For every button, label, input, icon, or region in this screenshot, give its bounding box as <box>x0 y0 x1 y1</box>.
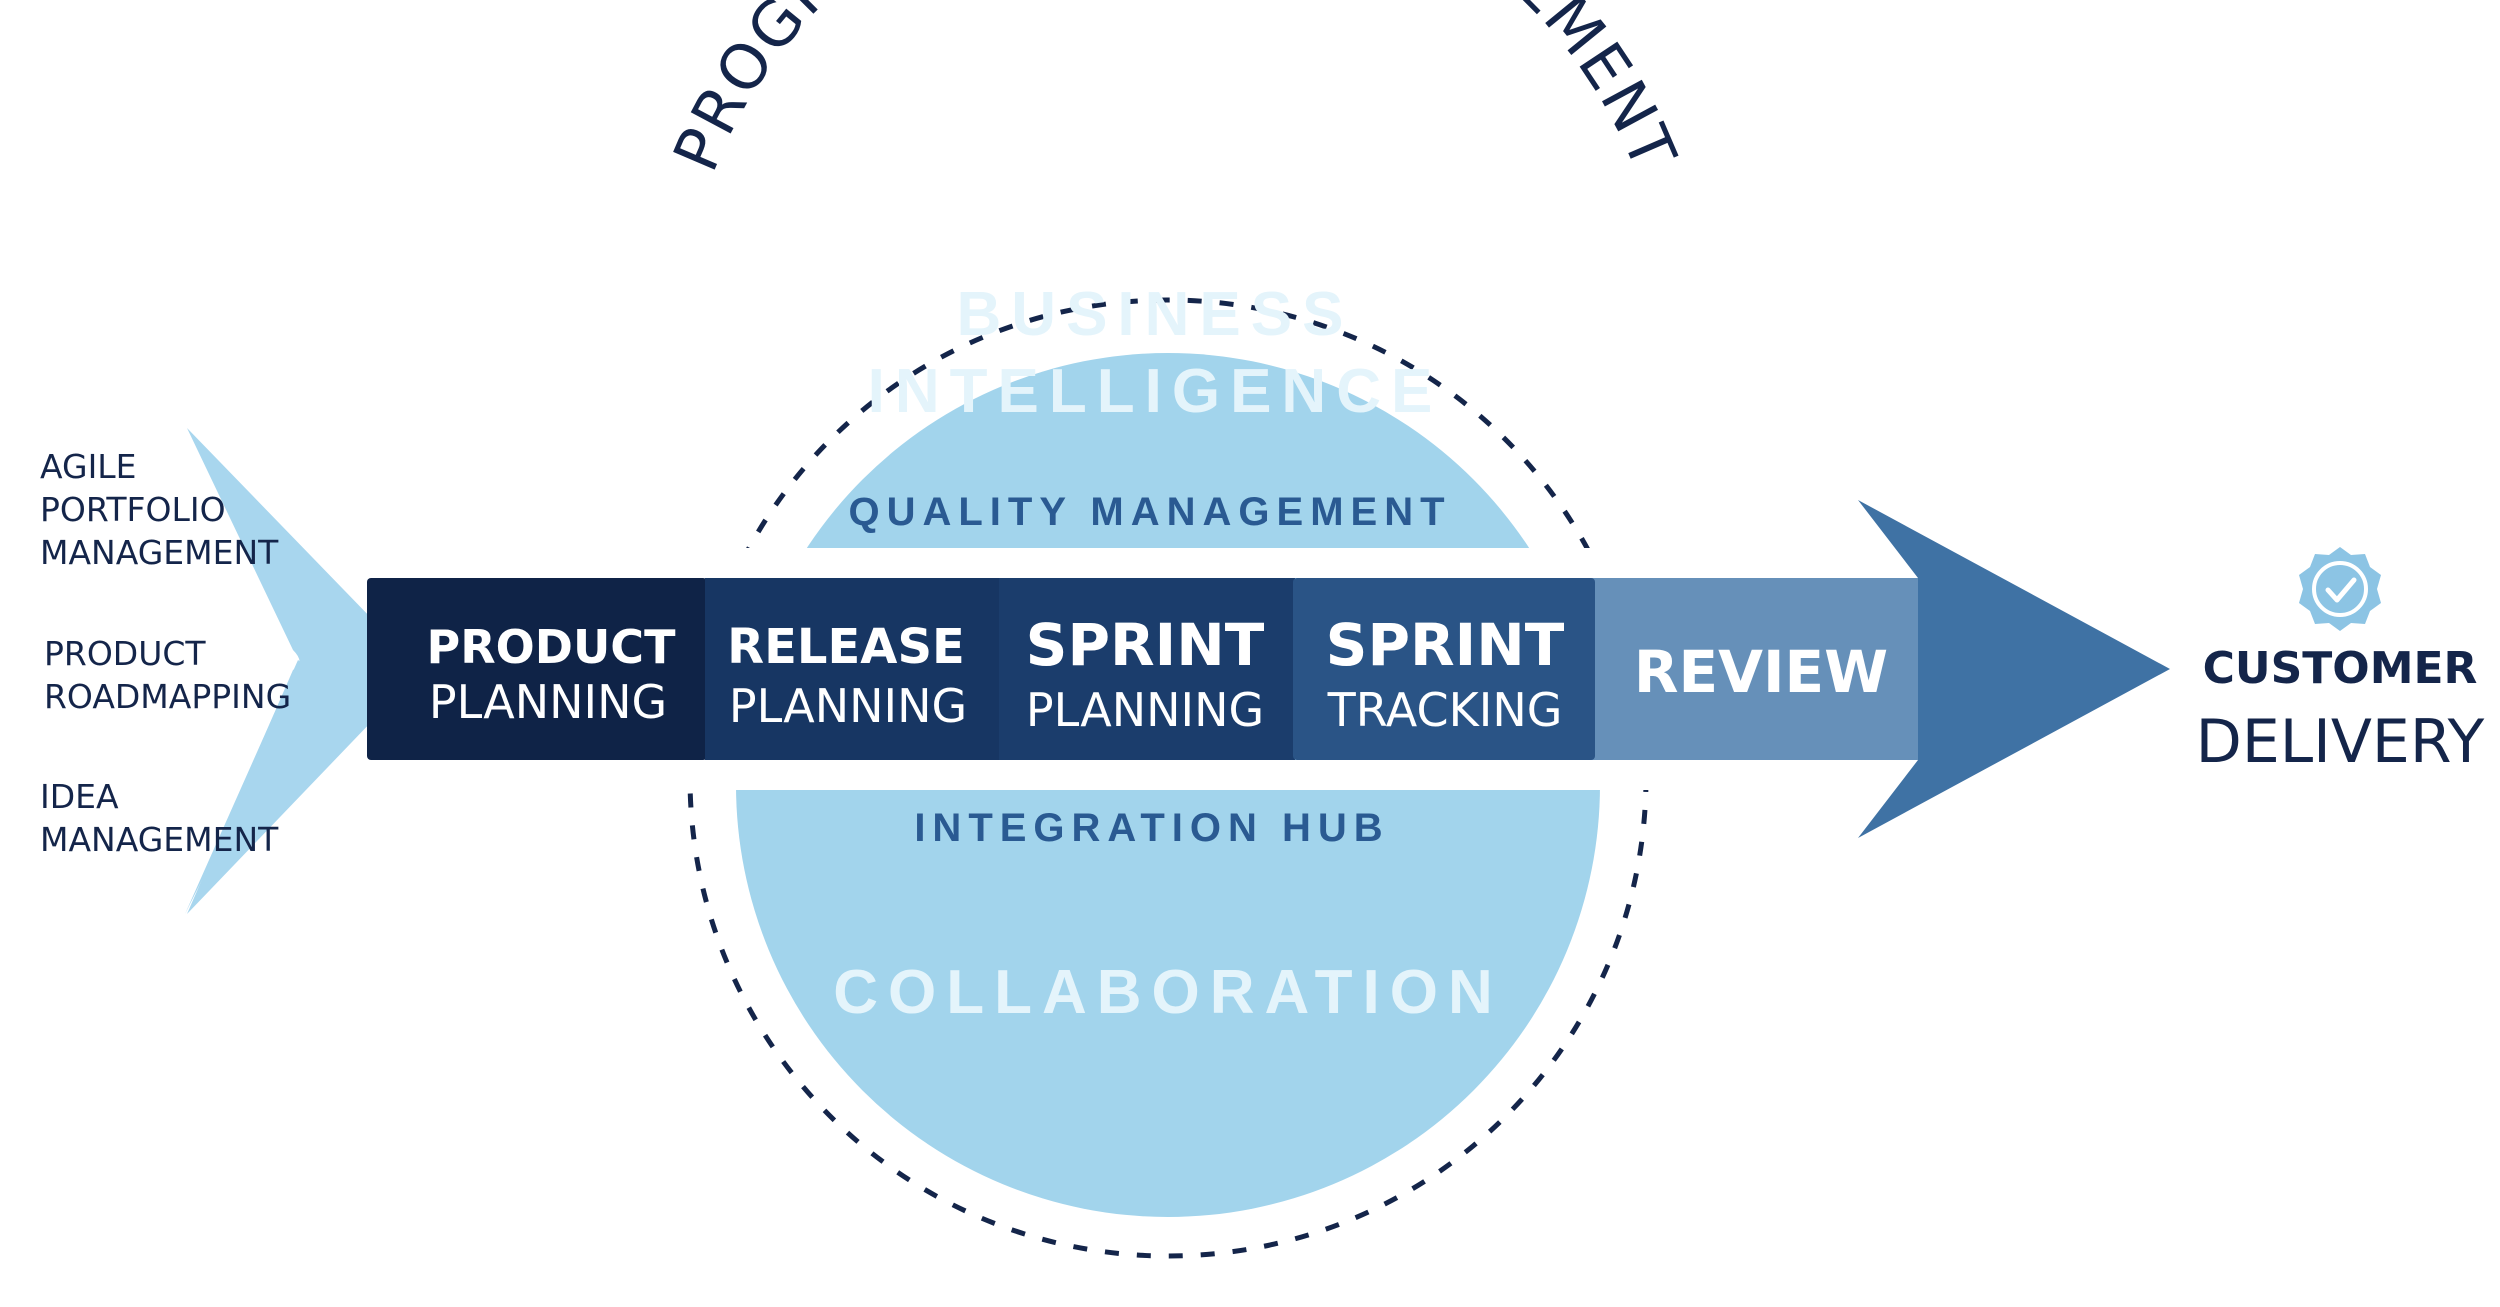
stage-sprint-tracking-title: SPRINT <box>1326 611 1565 679</box>
input-product-roadmapping-line2: ROADMAPPING <box>44 677 291 716</box>
pipeline-arrow-head <box>1858 500 2170 838</box>
input-agile-portfolio-line1: AGILE <box>40 447 137 486</box>
input-agile-portfolio-line3: MANAGEMENT <box>40 533 279 572</box>
stage-release-title: RELEASE <box>727 619 965 675</box>
input-idea-management-line1: IDEA <box>40 777 119 816</box>
arc-title: PROGRAM & PROJECT MANAGEMENT <box>659 0 1691 181</box>
collaboration-label: COLLABORATION <box>833 958 1503 1027</box>
stage-sprint-planning-subtitle: PLANNING <box>1026 683 1264 737</box>
stage-sprint-tracking-subtitle: TRACKING <box>1327 683 1563 737</box>
stage-review-title: REVIEW <box>1634 638 1888 706</box>
quality-management-label: QUALITY MANAGEMENT <box>848 490 1451 534</box>
input-chevron-shape <box>187 428 375 914</box>
stage-block-review <box>1595 578 1918 760</box>
stage-sprint-planning-title: SPRINT <box>1026 611 1265 679</box>
output-delivery-label: DELIVERY <box>2196 707 2485 777</box>
stage-block-release-planning <box>705 578 1001 760</box>
input-product-roadmapping-line1: PRODUCT <box>44 634 206 673</box>
stage-block-product-planning <box>367 578 707 760</box>
business-intelligence-line2: INTELLIGENCE <box>868 357 1443 426</box>
output-customer-label: CUSTOMER <box>2203 643 2478 694</box>
integration-hub-label: INTEGRATION HUB <box>914 806 1389 850</box>
stage-block-sprint-tracking <box>1293 578 1595 760</box>
arc-title-text: PROGRAM & PROJECT MANAGEMENT <box>659 0 1689 181</box>
business-intelligence-line1: BUSINESS <box>957 280 1354 349</box>
badge-check-icon <box>2299 547 2381 631</box>
input-idea-management-line2: MANAGEMENT <box>40 820 279 859</box>
input-agile-portfolio-line2: PORTFOLIO <box>40 490 226 529</box>
band-separator-bottom <box>560 760 1800 790</box>
stage-product-title: PRODUCT <box>427 620 677 674</box>
stage-block-sprint-planning <box>999 578 1295 760</box>
stage-release-subtitle: PLANNING <box>729 679 967 733</box>
band-separator-top <box>560 548 1800 578</box>
stage-product-subtitle: PLANNING <box>429 675 667 729</box>
